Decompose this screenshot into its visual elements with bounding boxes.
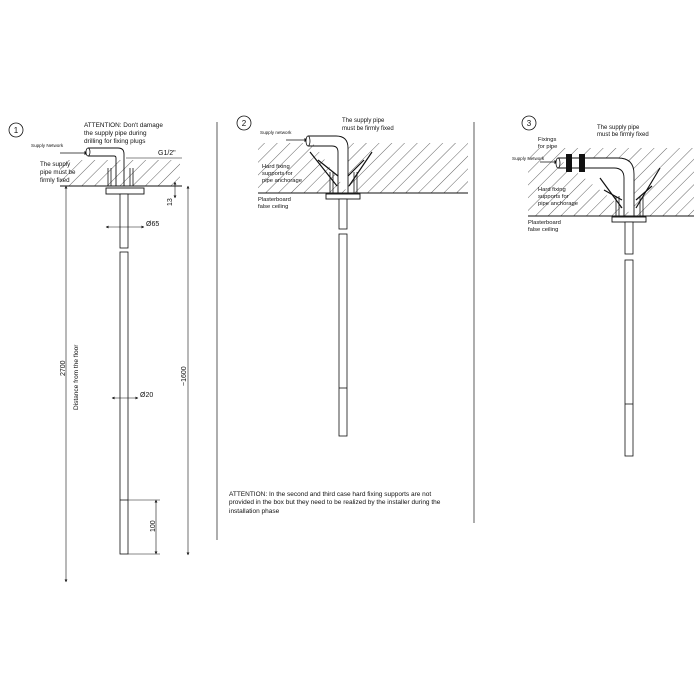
ceiling-slab-2 xyxy=(258,143,468,193)
hard-fixing-supports-2 xyxy=(309,151,373,187)
supply-network-label-1: Supply Network xyxy=(31,143,64,148)
supply-pipe-note-3: The supply pipe must be firmly fixed xyxy=(597,125,649,138)
step-marker-1 xyxy=(8,122,24,138)
dim-flange-height: 13 xyxy=(167,198,174,206)
hard-fixing-note-3: Hard fixing supports for pipe anchorage xyxy=(538,187,578,207)
hard-fixing-note-2: Hard fixing supports for pipe anchorage xyxy=(262,164,302,184)
pipe-upper-1 xyxy=(119,193,129,249)
step-marker-2-label: 2 xyxy=(242,119,247,128)
pipe-upper-2 xyxy=(338,198,348,230)
step-marker-3-label: 3 xyxy=(527,119,532,128)
step-marker-3 xyxy=(521,115,537,131)
dim-total-length: ~1600 xyxy=(181,366,188,386)
attention-note-1: ATTENTION: Don't damage the supply pipe … xyxy=(84,122,165,145)
supply-pipe-1 xyxy=(88,147,125,186)
flange-3 xyxy=(611,216,647,223)
bottom-attention-note: ATTENTION: In the second and third case … xyxy=(229,491,441,515)
plasterboard-note-2: Plasterboard false ceiling xyxy=(258,197,293,210)
supply-network-label-2: Supply network xyxy=(260,130,292,135)
pipe-fixings-3 xyxy=(566,154,585,172)
supply-pipe-note-2: The supply pipe must be firmly fixed xyxy=(342,118,394,132)
pipe-upper-3 xyxy=(624,221,634,255)
fixing-plugs-1 xyxy=(107,168,134,186)
fixings-note-3: Fixings for pipe xyxy=(538,137,558,150)
pipe-main-2 xyxy=(338,233,348,437)
supply-pipe-3 xyxy=(558,157,635,216)
flange-2 xyxy=(325,193,361,200)
figure-1: 1 ATTENTION: Don't damage the supply pip… xyxy=(8,122,190,583)
pipe-main-3 xyxy=(624,259,634,457)
figure-3: 3 The supply pipe must be firmly fixed F… xyxy=(512,115,694,457)
plasterboard-note-3: Plasterboard false ceiling xyxy=(528,220,563,233)
thread-label: G1/2" xyxy=(158,150,176,157)
figure-2: 2 The supply pipe must be firmly fixed S… xyxy=(236,115,468,437)
ceiling-slab-1 xyxy=(60,160,180,186)
dim-floor-height: 2700 xyxy=(60,360,67,376)
dim-end-segment: 100 xyxy=(150,520,157,532)
pipe-main-1 xyxy=(119,251,129,555)
dim-pipe-diameter: Ø20 xyxy=(140,392,153,399)
step-marker-2 xyxy=(236,115,252,131)
distance-from-floor-label: Distance from the floor xyxy=(73,344,80,410)
step-marker-1-label: 1 xyxy=(14,126,19,135)
dim-flange-diameter: Ø65 xyxy=(146,221,159,228)
supply-pipe-note-1: The supply pipe must be firmly fixed xyxy=(40,161,77,184)
flange-1 xyxy=(105,187,145,195)
